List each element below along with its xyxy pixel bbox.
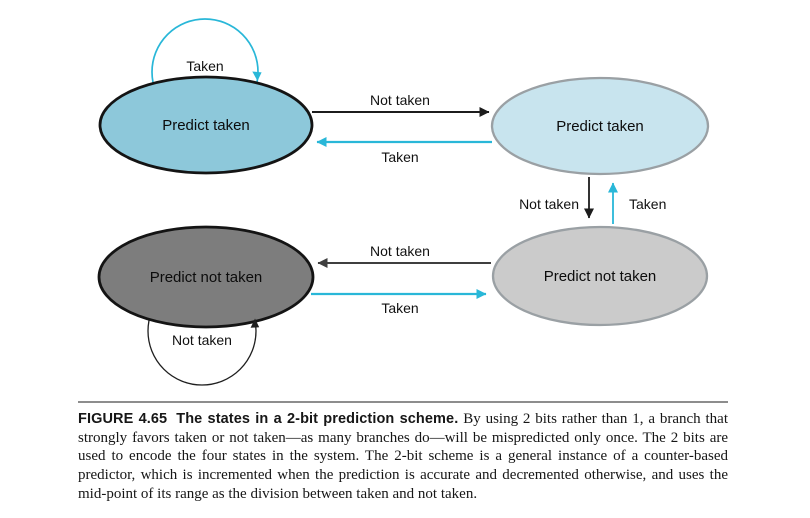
state-diagram: Taken Not taken Taken Not taken Taken No… bbox=[97, 18, 710, 386]
state-label-weak-predict-taken: Predict taken bbox=[556, 118, 644, 135]
label-taken-vertical: Taken bbox=[629, 196, 666, 212]
label-self-loop-taken: Taken bbox=[186, 58, 223, 74]
caption-divider bbox=[78, 401, 728, 403]
state-label-strong-predict-taken: Predict taken bbox=[162, 117, 250, 134]
label-not-taken-bottom: Not taken bbox=[370, 243, 430, 259]
self-loop-taken-arrowhead-icon bbox=[252, 71, 262, 81]
label-self-loop-not-taken: Not taken bbox=[172, 332, 232, 348]
label-not-taken-vertical: Not taken bbox=[519, 196, 579, 212]
state-strong-predict-taken bbox=[98, 75, 314, 175]
figure-title: The states in a 2-bit prediction scheme. bbox=[176, 411, 459, 427]
state-weak-predict-taken bbox=[490, 76, 710, 176]
label-taken-top: Taken bbox=[381, 149, 418, 165]
figure-body: By using 2 bits rather than 1, a branch … bbox=[78, 411, 729, 502]
state-strong-predict-not-taken bbox=[97, 225, 315, 329]
state-weak-predict-not-taken bbox=[491, 225, 709, 327]
label-taken-bottom: Taken bbox=[381, 300, 418, 316]
figure-caption: FIGURE 4.65 The states in a 2-bit predict… bbox=[78, 401, 728, 504]
self-loop-not-taken-arrowhead-icon bbox=[250, 318, 260, 328]
figure-number-label: FIGURE 4.65 bbox=[78, 411, 168, 427]
caption-text: FIGURE 4.65 The states in a 2-bit predict… bbox=[78, 410, 728, 504]
state-label-weak-predict-not-taken: Predict not taken bbox=[544, 268, 657, 285]
state-label-strong-predict-not-taken: Predict not taken bbox=[150, 269, 263, 286]
label-not-taken-top: Not taken bbox=[370, 92, 430, 108]
